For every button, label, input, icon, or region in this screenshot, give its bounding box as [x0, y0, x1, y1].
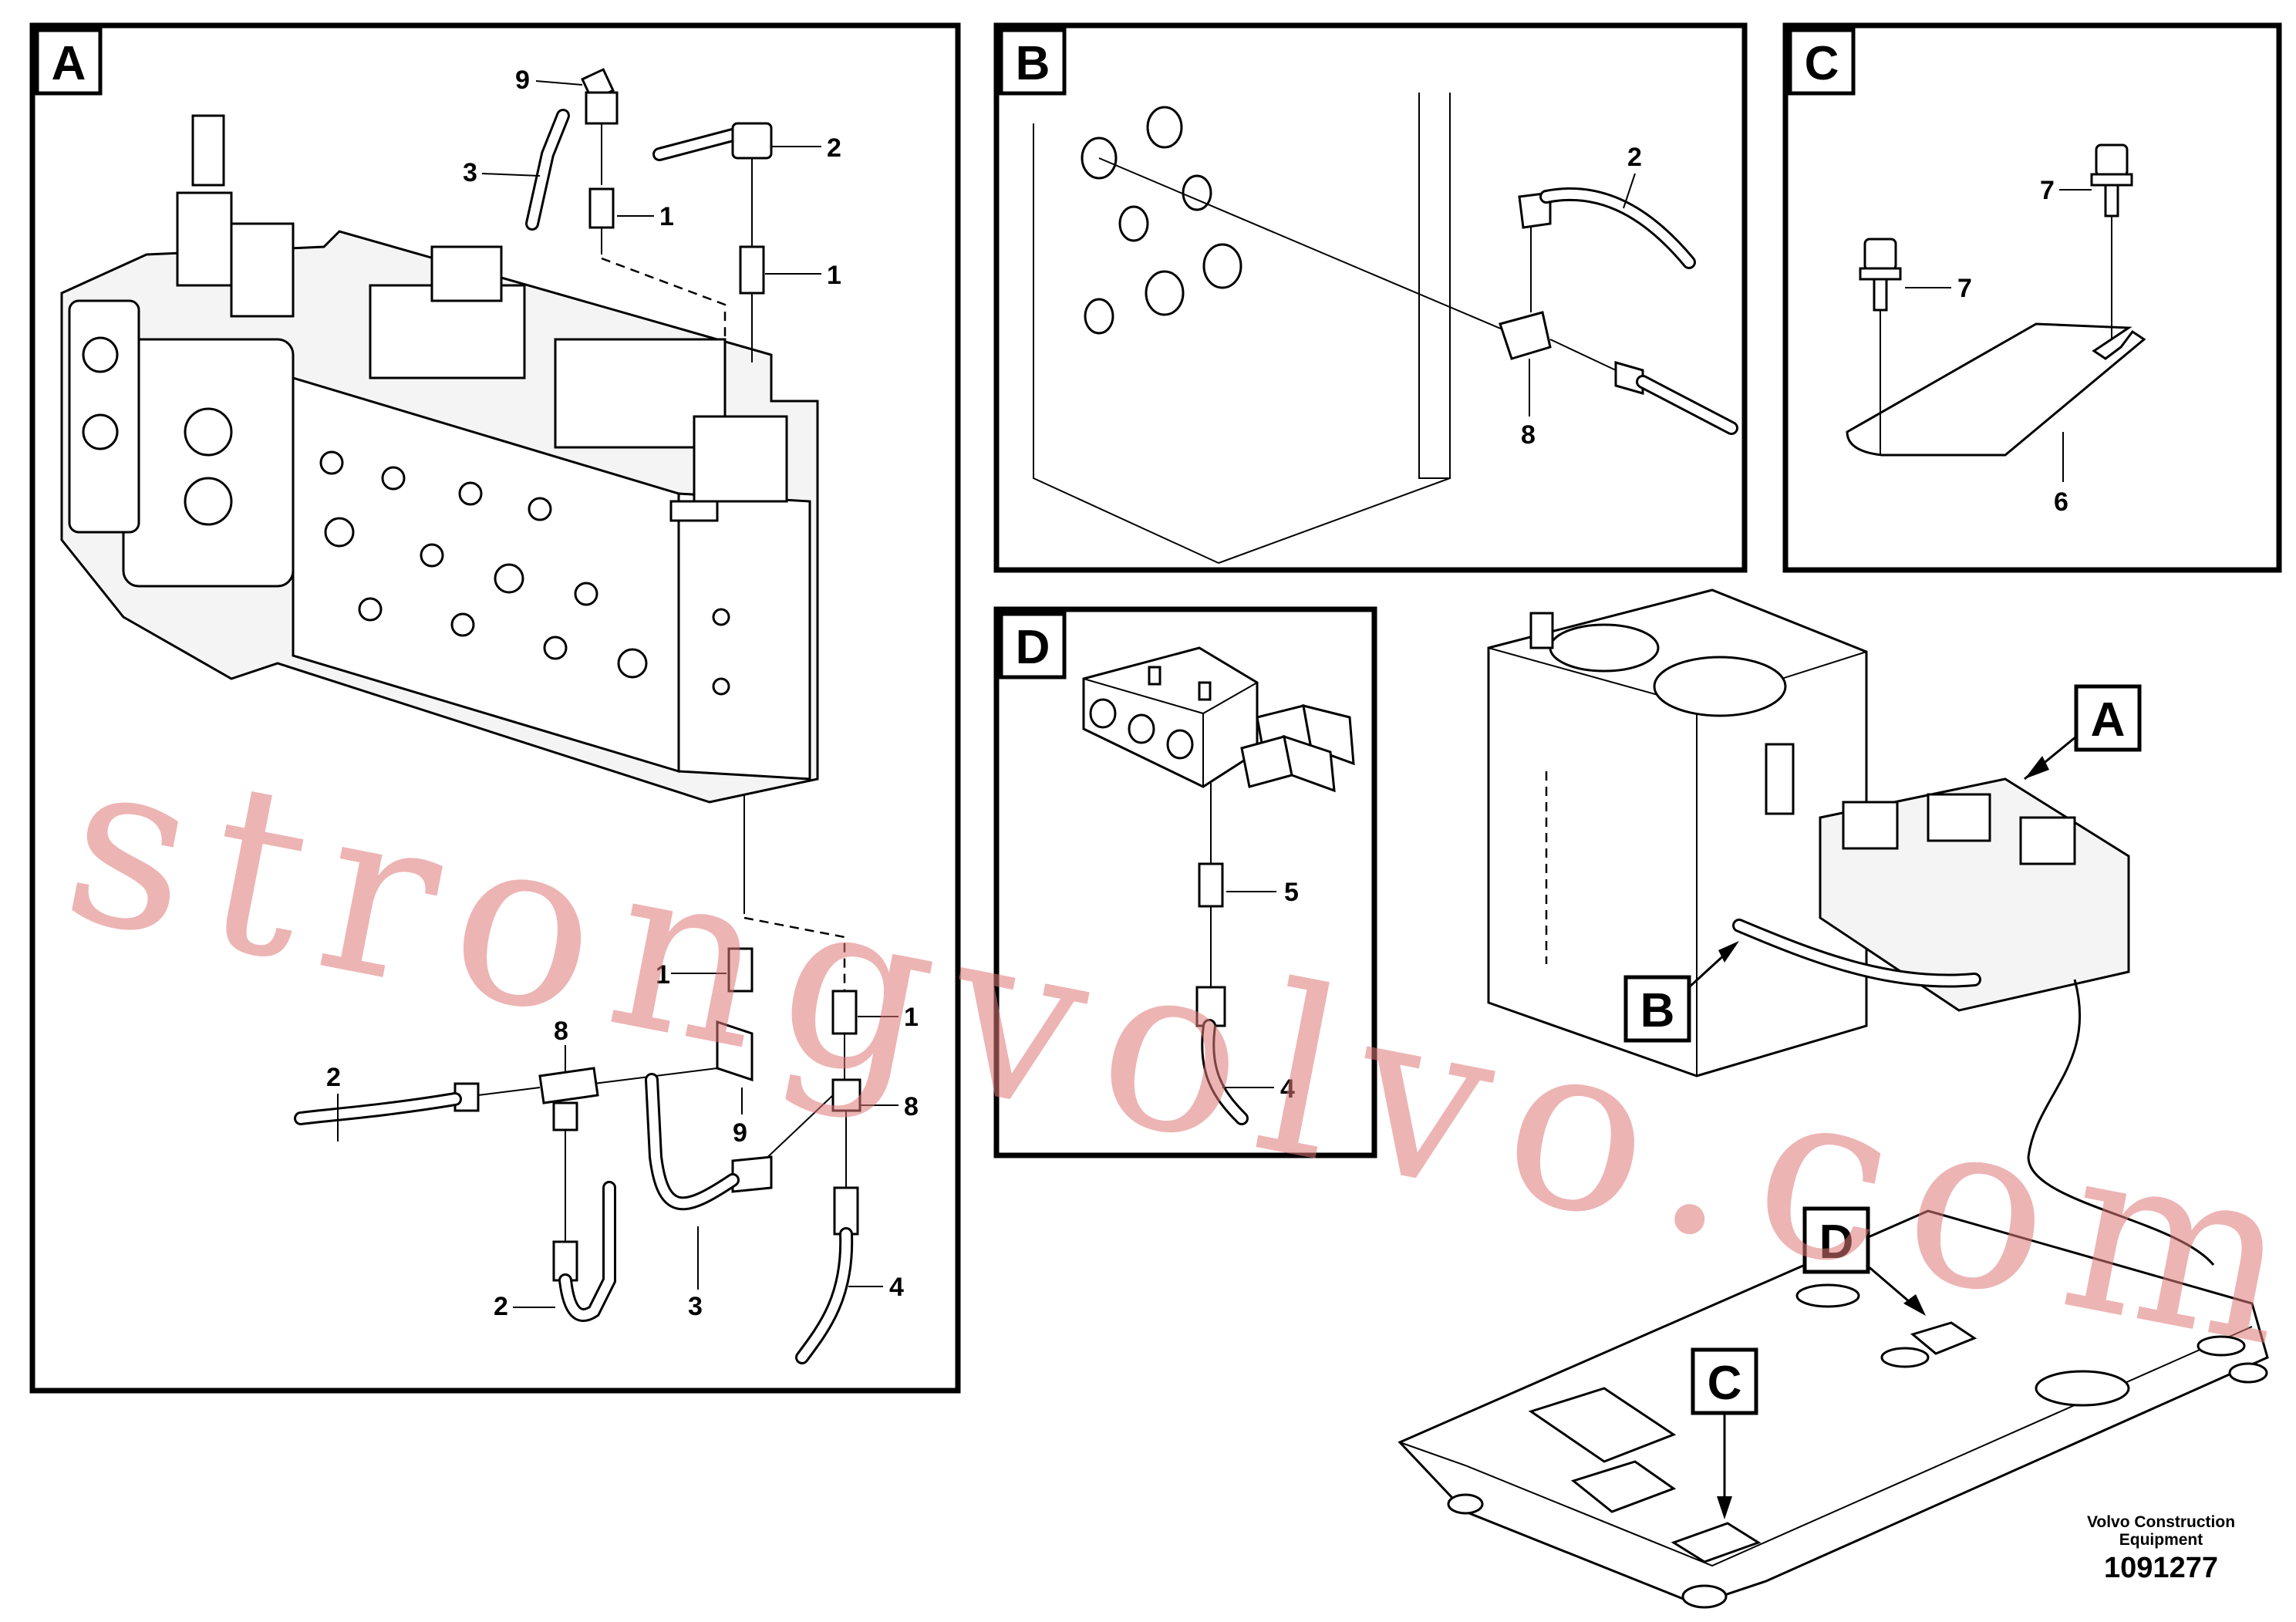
callout-b-2: 2	[1627, 143, 1642, 172]
callout-d-5: 5	[1284, 878, 1299, 907]
callout-a-1-right: 1	[827, 261, 841, 290]
lower-fittings-a	[294, 794, 861, 1364]
overview-tag-d: D	[1802, 1206, 1926, 1316]
callout-a-1-low: 1	[904, 1003, 919, 1032]
callout-c-7-left: 7	[1957, 274, 1972, 303]
callout-a-2-left: 2	[326, 1063, 341, 1092]
panel-d-tag: D	[1016, 621, 1050, 674]
callout-d-4: 4	[1280, 1074, 1295, 1104]
manifold-block	[1082, 646, 1259, 788]
valve-ports	[82, 336, 730, 696]
callout-a-3-bottom: 3	[688, 1292, 703, 1321]
callout-a-2-top: 2	[827, 133, 841, 163]
bolt-left	[1859, 238, 1902, 455]
overview-tag-c-label: C	[1708, 1357, 1742, 1410]
callout-a-9-low: 9	[733, 1118, 747, 1148]
overview-tag-b: B	[1623, 941, 1739, 1043]
panel-b: B 2 8	[993, 22, 1748, 573]
base-frame	[1397, 1209, 2269, 1609]
overview-assembly: A B D C	[1397, 588, 2269, 1609]
callout-c-6: 6	[2054, 487, 2068, 517]
overview-tag-a-label: A	[2091, 693, 2126, 747]
footer-company-line2: Equipment	[2119, 1531, 2203, 1549]
footer: Volvo Construction Equipment 1091277	[2087, 1513, 2235, 1584]
callout-a-1-top: 1	[659, 202, 674, 231]
drawing-number: 1091277	[2104, 1552, 2218, 1584]
footer-company-line1: Volvo Construction	[2087, 1513, 2235, 1531]
overview-tag-b-label: B	[1640, 984, 1675, 1037]
panel-a-tag: A	[52, 37, 86, 90]
panel-b-ports	[1081, 106, 1242, 335]
callout-a-8-right: 8	[904, 1092, 919, 1121]
panel-b-tag: B	[1016, 37, 1050, 90]
callouts-a: 9 3 1 2 1 1 1 8 2 9 8 2 3 4	[326, 66, 919, 1321]
overview-tag-c: C	[1691, 1347, 1758, 1519]
control-valve-block	[60, 114, 819, 804]
callout-a-1-mid: 1	[656, 960, 670, 990]
callout-a-2-bottom: 2	[494, 1292, 508, 1321]
callout-c-7-right: 7	[2040, 176, 2055, 205]
callout-a-9-top: 9	[515, 66, 530, 95]
callout-a-8-left: 8	[554, 1017, 568, 1046]
panel-a: A	[29, 22, 961, 1394]
callout-b-8: 8	[1521, 420, 1536, 450]
callout-a-3-top: 3	[463, 158, 477, 187]
cover-plate	[1846, 322, 2146, 457]
upper-fittings-a	[525, 68, 773, 363]
overview-tag-d-label: D	[1819, 1216, 1854, 1269]
panel-c-tag: C	[1805, 37, 1839, 90]
panel-c: C 7 7 6	[1782, 22, 2282, 573]
overview-tag-a: A	[2024, 684, 2142, 781]
callout-a-4-bottom: 4	[889, 1273, 904, 1302]
hydraulic-tank	[1487, 588, 1868, 1077]
bolt-right	[2090, 143, 2133, 339]
panel-d: D 5 4	[993, 606, 1377, 1158]
overview-valve	[1819, 777, 2130, 1012]
